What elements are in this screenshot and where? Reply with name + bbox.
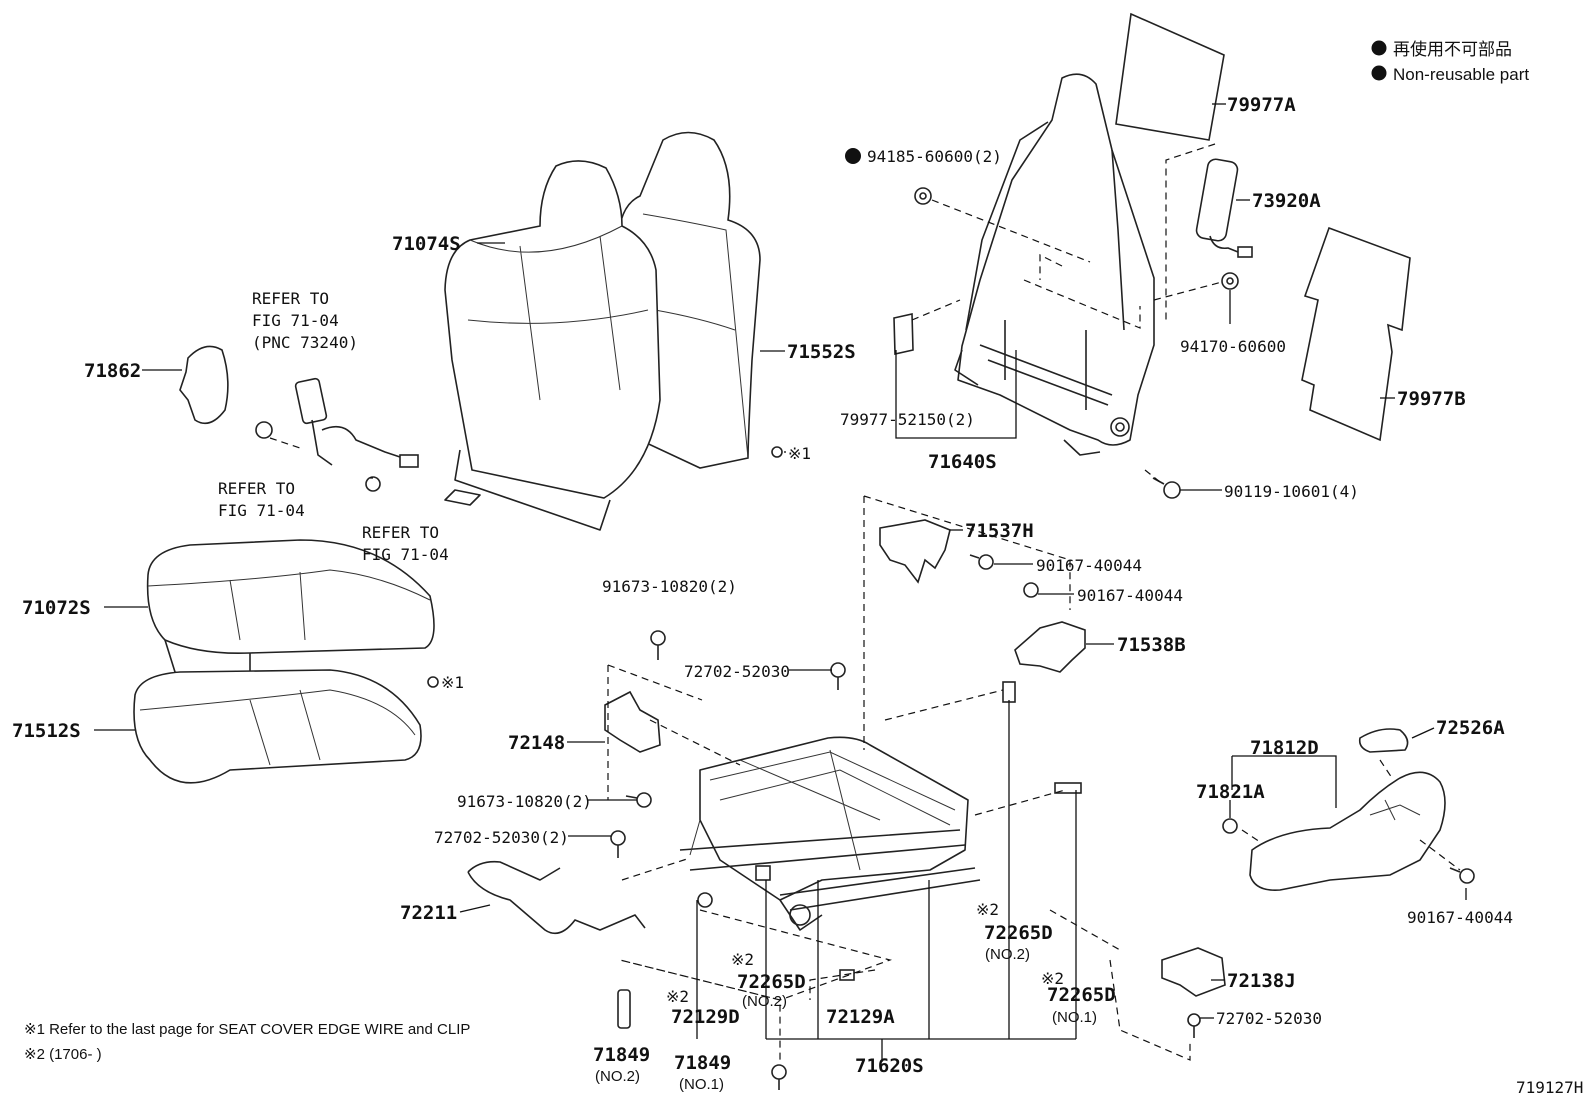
- refer-a-line2: FIG 71-04: [218, 501, 305, 520]
- label-94170-60600: 94170-60600: [1180, 337, 1286, 356]
- seat-belt-buckle: [255, 377, 419, 492]
- bracket-71537h: [879, 519, 951, 584]
- bracket-72148: [604, 690, 661, 753]
- mark-ref2-d: ※2: [666, 987, 689, 1006]
- non-reusable-dot-icon: [1371, 40, 1387, 56]
- side-airbag-73920a: [1195, 158, 1253, 258]
- screw-90167-c: [1449, 867, 1475, 884]
- label-72526a: 72526A: [1436, 717, 1505, 739]
- non-reusable-dot-icon: [845, 148, 861, 164]
- screw-72702-c: [1187, 1013, 1201, 1038]
- label-91673-10820-b: 91673-10820(2): [457, 792, 592, 811]
- refer-b-line2: FIG 71-04: [362, 545, 449, 564]
- mark-ref1-mid: ※1: [441, 673, 464, 692]
- figure-number: 719127H: [1516, 1078, 1583, 1097]
- label-72138j: 72138J: [1227, 970, 1296, 992]
- label-72129a: 72129A: [826, 1006, 895, 1028]
- label-71640s: 71640S: [928, 451, 997, 473]
- clip-94185: [914, 187, 932, 205]
- label-72265d-c-no: (NO.1): [1052, 1009, 1097, 1026]
- label-71552s: 71552S: [787, 341, 856, 363]
- seatback-pad-79977a: [1115, 12, 1225, 141]
- label-94185-60600: 94185-60600(2): [867, 147, 1002, 166]
- clip-71821a: [1222, 818, 1238, 834]
- label-91673-10820-a: 91673-10820(2): [602, 577, 737, 596]
- clip-94170: [1221, 272, 1239, 290]
- seat-adjuster-71620s: [679, 736, 981, 931]
- label-72148: 72148: [508, 732, 565, 754]
- wire-72211: [467, 860, 646, 935]
- label-71620s: 71620S: [855, 1055, 924, 1077]
- non-reusable-dot-icon: [1371, 65, 1387, 81]
- label-90167-40044-b: 90167-40044: [1077, 586, 1183, 605]
- label-72265d-a-no: (NO.2): [985, 946, 1030, 963]
- label-71512s: 71512S: [12, 720, 81, 742]
- label-79977-52150: 79977-52150(2): [840, 410, 975, 429]
- leader-lines: [94, 103, 1467, 1062]
- label-72702-52030-c: 72702-52030: [1216, 1009, 1322, 1028]
- pad-79977-52150: [893, 313, 914, 355]
- footnote-1: ※1 Refer to the last page for SEAT COVER…: [24, 1021, 470, 1038]
- label-71812d: 71812D: [1250, 737, 1319, 759]
- label-71537h: 71537H: [965, 520, 1034, 542]
- footnote-2: ※2 (1706- ): [24, 1046, 102, 1063]
- label-71821a: 71821A: [1196, 781, 1265, 803]
- part-labels: 79977A 94185-60600(2) 73920A 94170-60600…: [12, 94, 1513, 1093]
- mark-ref2-c: ※2: [1041, 969, 1064, 988]
- label-72702-52030-b: 72702-52030(2): [434, 828, 569, 847]
- label-73920a: 73920A: [1252, 190, 1321, 212]
- refer-belt-line1: REFER TO: [252, 289, 329, 308]
- refer-a-line1: REFER TO: [218, 479, 295, 498]
- label-71849-b-no: (NO.1): [679, 1076, 724, 1093]
- label-72265d-c: 72265D: [1047, 984, 1116, 1006]
- refer-belt-line3: (PNC 73240): [252, 333, 358, 352]
- legend-text-en: Non-reusable part: [1393, 65, 1529, 84]
- seatback-cover-71074s: [444, 160, 661, 531]
- label-71074s: 71074S: [392, 233, 461, 255]
- mark-ref1-top: ※1: [788, 444, 811, 463]
- label-79977b: 79977B: [1397, 388, 1466, 410]
- label-72265d-b-no: (NO.2): [742, 993, 787, 1010]
- label-72702-52030-a: 72702-52030: [684, 662, 790, 681]
- label-72211: 72211: [400, 902, 457, 924]
- refer-belt-line2: FIG 71-04: [252, 311, 339, 330]
- label-71862: 71862: [84, 360, 141, 382]
- seatback-pad-79977b: [1301, 226, 1411, 442]
- label-79977a: 79977A: [1227, 94, 1296, 116]
- label-71072s: 71072S: [22, 597, 91, 619]
- seat-side-cover-71812d: [1249, 771, 1446, 892]
- bolt-90119: [1152, 477, 1181, 499]
- label-71849-b: 71849: [674, 1052, 731, 1074]
- seat-cushion-pad-71512s: [133, 669, 422, 784]
- label-71538b: 71538B: [1117, 634, 1186, 656]
- seat-cushion-cover-71072s: [146, 539, 435, 701]
- refer-b-line1: REFER TO: [362, 523, 439, 542]
- label-90119-10601: 90119-10601(4): [1224, 482, 1359, 501]
- bracket-71538b: [1014, 621, 1086, 673]
- label-71849-a: 71849: [593, 1044, 650, 1066]
- mark-ref2-b: ※2: [731, 950, 754, 969]
- knob-72526a: [1358, 728, 1409, 753]
- cover-71862: [179, 345, 229, 425]
- footnotes: ※1 Refer to the last page for SEAT COVER…: [24, 1021, 1583, 1097]
- label-71849-a-no: (NO.2): [595, 1068, 640, 1085]
- label-90167-40044-c: 90167-40044: [1407, 908, 1513, 927]
- label-72129d: 72129D: [671, 1006, 740, 1028]
- legend-text-jp: 再使用不可部品: [1393, 39, 1512, 59]
- mark-ref2-a: ※2: [976, 900, 999, 919]
- dashed-assembly-lines: [269, 143, 1461, 1061]
- label-72265d-b: 72265D: [737, 971, 806, 993]
- seatback-frame-71640s: [954, 73, 1155, 456]
- legend: 再使用不可部品 Non-reusable part: [1371, 39, 1529, 84]
- label-90167-40044-a: 90167-40044: [1036, 556, 1142, 575]
- cover-72138j: [1161, 947, 1226, 997]
- label-72265d-a: 72265D: [984, 922, 1053, 944]
- bolts-and-clips: [427, 446, 1082, 1090]
